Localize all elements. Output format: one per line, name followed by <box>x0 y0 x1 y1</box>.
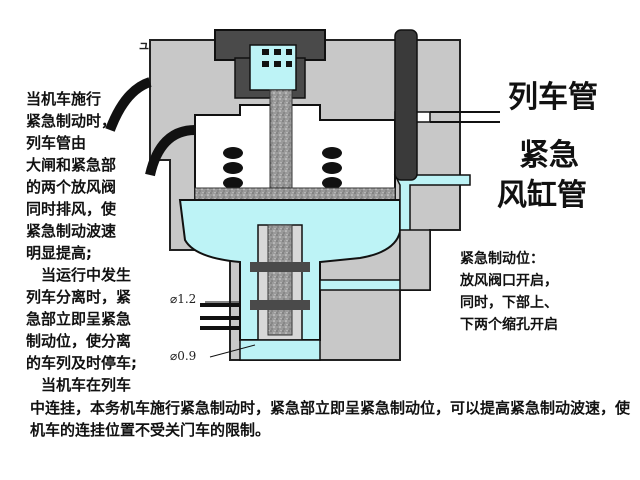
label-emergency-line1: 紧急 <box>519 138 579 173</box>
lower-stem <box>267 224 293 336</box>
right-bar <box>394 29 418 181</box>
exhaust-pipe-lower <box>145 125 196 177</box>
description-right: 紧急制动位： 放风阀口开启， 同时，下部上、 下两个缩孔开启 <box>460 251 558 333</box>
dim-label-upper: ⌀1.2 <box>170 292 197 306</box>
valve-stem <box>269 89 293 201</box>
description-bottom: 中连挂，本务机车施行紧急制动时，紧急部立即呈紧急制动位，可以提高紧急制动波速，使… <box>30 399 631 439</box>
label-emergency-line2: 风缸管 <box>497 178 587 213</box>
orifice-ports <box>200 303 240 330</box>
exhaust-pipe-upper <box>105 77 152 132</box>
dim-label-lower: ⌀0.9 <box>170 349 197 363</box>
top-char: ュ <box>138 38 151 52</box>
description-left: 当机车施行 紧急制动时， 列车管由 大闸和紧急部 的两个放风阀 同时排风，使 紧… <box>26 90 137 394</box>
label-train-pipe: 列车管 <box>508 80 598 115</box>
springs <box>223 147 342 189</box>
